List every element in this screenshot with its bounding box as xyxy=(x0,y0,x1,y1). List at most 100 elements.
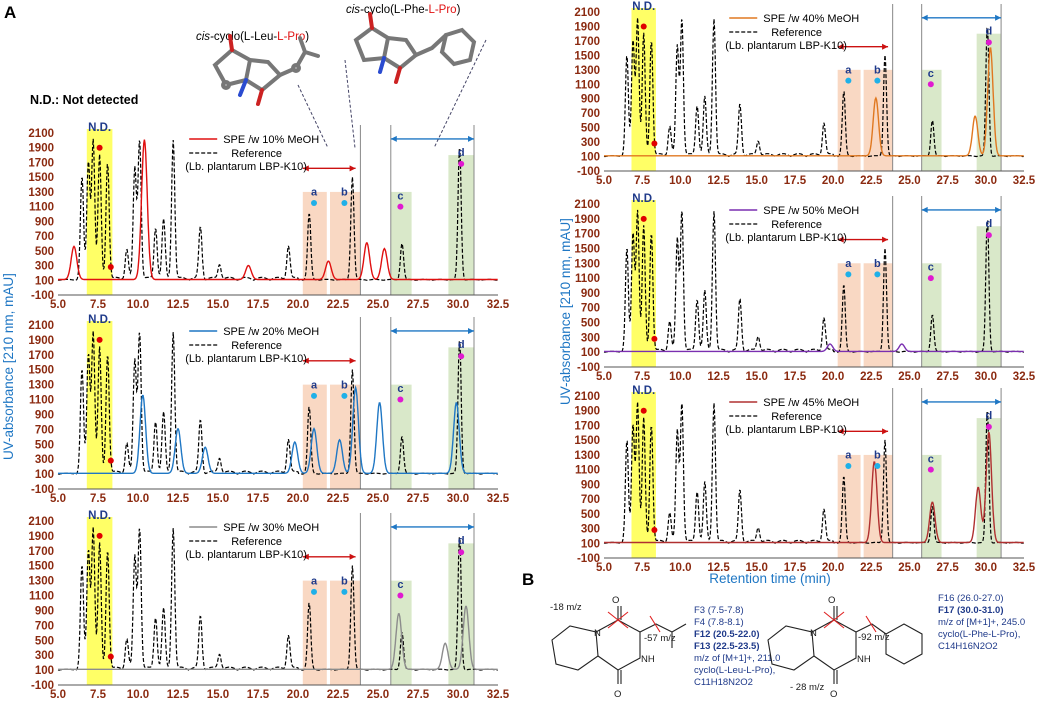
y-tick-label: 100 xyxy=(581,347,600,359)
nd-label: N.D. xyxy=(88,122,111,134)
leu-frag-1: F3 (7.5-7.8) xyxy=(694,605,744,616)
phe-nh: NH xyxy=(857,654,871,665)
peak-letter-b: b xyxy=(874,258,881,270)
nd-dot xyxy=(640,215,647,222)
spe-line xyxy=(604,343,1024,353)
legend-label-ref-sub: (Lb. plantarum LBP-K10) xyxy=(185,549,307,561)
legend-label-ref-sub: (Lb. plantarum LBP-K10) xyxy=(185,353,307,365)
leu-mz-18: -18 m/z xyxy=(550,602,582,613)
peak-letter-a: a xyxy=(845,450,852,462)
nd-dot xyxy=(651,140,658,147)
x-tick-label: 20.0 xyxy=(822,562,844,574)
y-tick-label: 1700 xyxy=(28,546,54,558)
y-tick-label: 2100 xyxy=(28,516,54,528)
legend-label-ref: Reference xyxy=(231,340,282,352)
nd-band xyxy=(631,8,656,171)
peak-dot-c xyxy=(397,396,404,403)
x-tick-label: 22.5 xyxy=(860,371,883,383)
x-tick-label: 10.0 xyxy=(669,371,691,383)
phe-mz-line: m/z of [M+1]+, 245.0 xyxy=(938,617,1025,628)
nd-dot xyxy=(107,457,114,464)
y-tick-label: 2100 xyxy=(574,7,600,19)
y-tick-label: 1900 xyxy=(574,406,600,418)
y-tick-label: 1500 xyxy=(28,561,54,573)
peak-letter-c: c xyxy=(397,190,403,202)
y-tick-label: 100 xyxy=(581,152,600,164)
x-tick-label: 17.5 xyxy=(784,175,807,187)
peak-dot-a xyxy=(311,588,317,595)
x-tick-label: 27.5 xyxy=(936,371,959,383)
phe-formula: C14H16N2O2 xyxy=(938,641,998,652)
x-tick-label: 15.0 xyxy=(207,689,229,701)
x-tick-label: 22.5 xyxy=(327,689,350,701)
x-tick-label: 7.5 xyxy=(634,175,651,187)
y-tick-label: -100 xyxy=(577,166,600,178)
peak-dot-a xyxy=(311,199,317,206)
legend-label-ref: Reference xyxy=(231,148,282,160)
panel-a-label: A xyxy=(4,3,16,22)
peak-dot-b xyxy=(341,199,348,206)
legend-label-ref: Reference xyxy=(771,27,822,39)
peak-dot-c xyxy=(397,203,404,210)
nd-label: N.D. xyxy=(88,314,111,326)
y-tick-label: 500 xyxy=(581,123,600,135)
x-tick-label: 20.0 xyxy=(287,689,309,701)
peak-letter-d: d xyxy=(986,218,993,230)
peak-dot-c xyxy=(927,275,934,282)
peak-dot-c xyxy=(397,592,404,599)
x-tick-label: 25.0 xyxy=(367,689,389,701)
leu-formula: C11H18N2O2 xyxy=(694,677,753,688)
x-tick-label: 5.0 xyxy=(50,299,66,311)
phe-pro-2d-structure xyxy=(767,606,923,684)
x-tick-label: 12.5 xyxy=(707,371,730,383)
peak-dot-b xyxy=(874,77,881,84)
y-tick-label: 1900 xyxy=(28,531,54,543)
x-tick-label: 25.0 xyxy=(367,493,389,505)
peak-dot-d xyxy=(458,160,465,167)
x-tick-label: 7.5 xyxy=(634,371,651,383)
legend-label-ref-sub: (Lb. plantarum LBP-K10) xyxy=(725,232,847,244)
peak-letter-c: c xyxy=(397,383,403,395)
x-tick-label: 7.5 xyxy=(90,689,107,701)
y-tick-label: 500 xyxy=(35,246,54,258)
reference-line xyxy=(57,138,498,282)
peak-letter-a: a xyxy=(845,258,852,270)
legend-label-spe: SPE /w 45% MeOH xyxy=(763,397,859,409)
peak-dot-a xyxy=(845,462,852,469)
leu-o2: O xyxy=(614,689,621,700)
peak-letter-b: b xyxy=(341,575,348,587)
spe-line xyxy=(58,384,498,474)
y-tick-label: 900 xyxy=(35,409,54,421)
x-tick-label: 20.0 xyxy=(287,493,309,505)
x-tick-label: 27.5 xyxy=(407,493,430,505)
nd-label: N.D. xyxy=(632,193,655,205)
reference-line xyxy=(57,526,498,671)
x-tick-label: 32.5 xyxy=(487,493,510,505)
y-tick-label: 1300 xyxy=(574,258,600,270)
y-tick-label: 2100 xyxy=(28,320,54,332)
peak-letter-a: a xyxy=(845,64,852,76)
phe-mz-28: - 28 m/z xyxy=(790,682,825,693)
y-tick-label: 900 xyxy=(35,605,54,617)
peak-letter-c: c xyxy=(928,68,934,80)
y-tick-label: 700 xyxy=(581,494,600,506)
x-tick-label: 25.0 xyxy=(898,371,920,383)
y-tick-label: 300 xyxy=(35,261,54,273)
y-tick-label: 1100 xyxy=(575,273,600,285)
x-tick-label: 25.0 xyxy=(898,175,920,187)
spe-line xyxy=(604,47,1024,157)
peak-letter-c: c xyxy=(397,579,403,591)
peak-letter-d: d xyxy=(986,410,993,422)
phe-frag-1: F16 (26.0-27.0) xyxy=(938,593,1003,604)
x-tick-label: 12.5 xyxy=(167,689,190,701)
x-tick-label: 5.0 xyxy=(596,175,612,187)
y-tick-label: 1700 xyxy=(574,36,600,48)
y-tick-label: 1700 xyxy=(574,420,600,432)
phe-pro-3d-model xyxy=(353,12,477,84)
arrow-red-heads xyxy=(837,43,889,50)
y-tick-label: 1300 xyxy=(574,450,600,462)
x-tick-label: 17.5 xyxy=(784,371,807,383)
phe-o2: O xyxy=(830,689,837,700)
leu-nh: NH xyxy=(641,654,655,665)
peak-letter-d: d xyxy=(458,147,465,159)
